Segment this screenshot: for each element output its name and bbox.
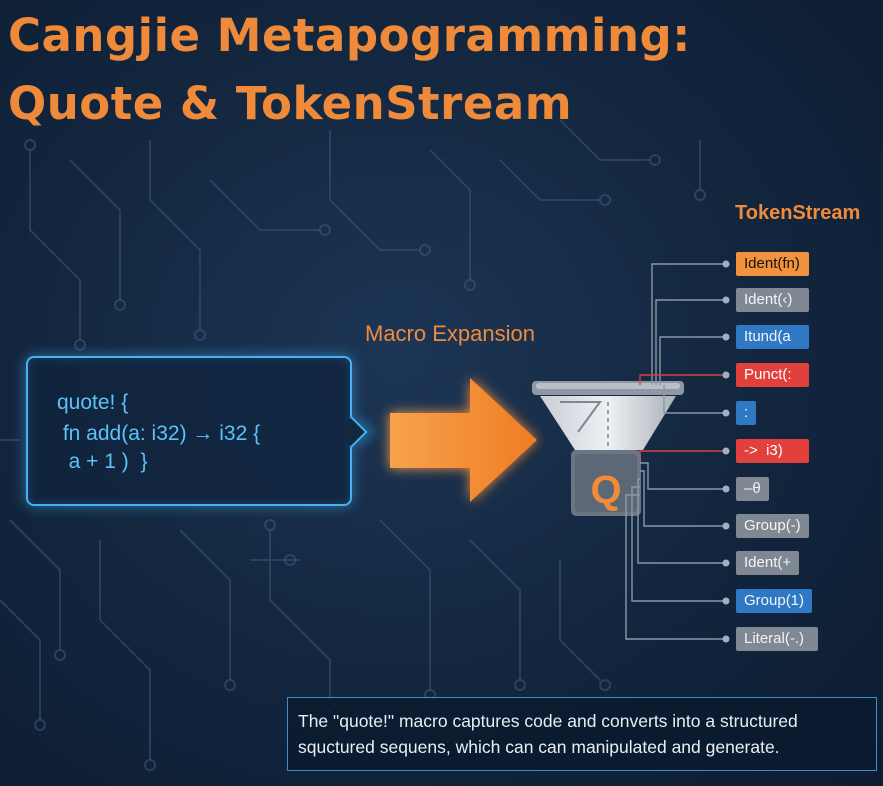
caption-line-2: squctured sequens, which can can manipul… (298, 737, 780, 757)
title-line-1: Cangjie Metapogramming: (8, 9, 691, 62)
token-chip: Ident(+ (736, 551, 800, 575)
caption-box: The "quote!" macro captures code and con… (287, 697, 877, 771)
token-connector-dot (722, 635, 730, 643)
token-chip: -> i3) (736, 439, 809, 463)
token-chip: Literal(-.) (736, 627, 818, 651)
token-connector (651, 263, 724, 385)
token-connector-dot (722, 333, 730, 341)
token-connector (663, 385, 724, 414)
token-connector (640, 462, 724, 490)
token-connector-dot (722, 447, 730, 455)
token-connector (631, 486, 724, 602)
token-chip: Punct(: (736, 363, 809, 387)
tokenstream-label: TokenStream (735, 202, 861, 224)
token-connector-dot (722, 485, 730, 493)
token-chip: Group(1) (736, 589, 813, 613)
token-chip: Group(-) (736, 514, 809, 538)
token-chip: –θ (736, 477, 769, 501)
token-connectors (625, 260, 730, 643)
token-connector (639, 450, 724, 455)
token-connector (625, 494, 724, 640)
token-connector-dot (722, 522, 730, 530)
circuit-traces (0, 119, 701, 760)
token-connector (637, 478, 724, 564)
expansion-arrow (390, 378, 537, 502)
code-speech-bubble: quote! { fn add(a: i32) → i32 { a + 1 ) … (26, 356, 352, 506)
caption-line-1: The "quote!" macro captures code and con… (298, 711, 798, 731)
token-connector (640, 470, 724, 527)
token-connector-dot (722, 559, 730, 567)
token-chip: Ident(‹) (736, 288, 809, 312)
code-line-3: a + 1 ) } (57, 450, 148, 473)
funnel-letter: Q (590, 468, 621, 512)
token-chip: : (736, 401, 757, 425)
token-connector (659, 336, 724, 385)
token-chip: Itund(a (736, 325, 809, 349)
code-line-2: fn add(a: i32) → i32 { (57, 422, 261, 445)
token-connector (655, 299, 724, 385)
token-connector (639, 374, 724, 385)
page-title: Cangjie Metapogramming: Quote & TokenStr… (8, 2, 691, 138)
title-line-2: Quote & TokenStream (8, 77, 573, 130)
funnel-icon (532, 381, 684, 516)
code-line-1: quote! { (57, 391, 129, 414)
macro-expansion-label: Macro Expansion (365, 321, 535, 346)
token-connector-dot (722, 260, 730, 268)
token-connector-dot (722, 597, 730, 605)
token-connector-dot (722, 371, 730, 379)
token-connector-dot (722, 409, 730, 417)
token-connector-dot (722, 296, 730, 304)
token-chip: Ident(fn) (736, 252, 809, 276)
